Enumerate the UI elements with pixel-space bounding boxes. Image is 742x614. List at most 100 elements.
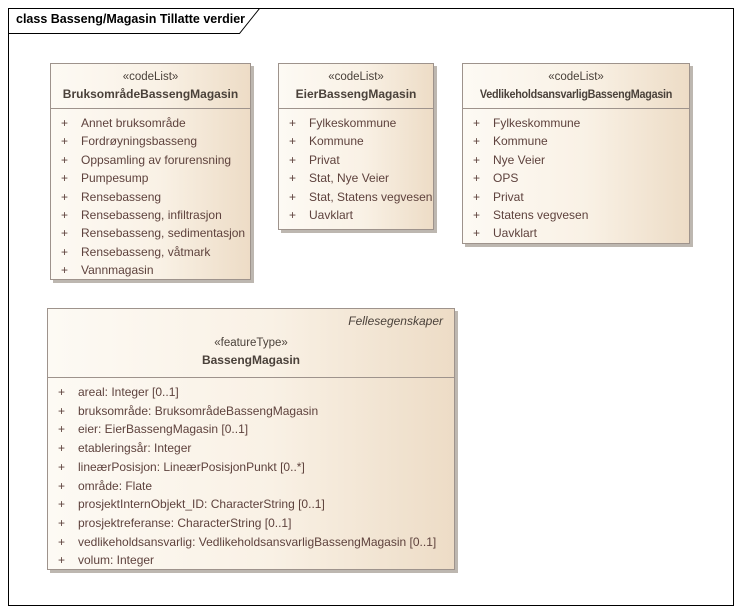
visibility-marker: + xyxy=(58,478,66,493)
attribute-list: + Annet bruksområde + Fordrøyningsbasseng +O… xyxy=(51,109,250,283)
visibility-marker: + xyxy=(61,244,69,259)
attribute-row: + Pumpesump xyxy=(59,169,246,187)
attribute-label: Statens vegvesen xyxy=(493,208,589,223)
attribute-label: areal: Integer [0..1] xyxy=(78,385,179,399)
attribute-row: + Stat, Nye Veier xyxy=(287,169,429,187)
attribute-row: + eier: EierBassengMagasin [0..1] xyxy=(56,420,450,439)
attribute-row: +område: Flate xyxy=(56,477,450,496)
visibility-marker: + xyxy=(473,189,481,204)
attribute-row: + lineærPosisjon: LineærPosisjonPunkt [0.… xyxy=(56,458,450,477)
attribute-row: +Uavklart xyxy=(287,206,429,224)
attribute-label: etableringsår: Integer xyxy=(78,441,192,456)
attribute-row: + Annet bruksområde xyxy=(59,114,246,132)
attribute-row: +Vannmagasin xyxy=(59,261,246,279)
attribute-row: + Kommune xyxy=(471,132,685,150)
attribute-label: Fordrøyningsbasseng xyxy=(81,134,198,149)
attribute-label: Privat xyxy=(493,189,524,204)
attribute-row: + Fylkeskommune xyxy=(471,114,685,132)
attribute-row: +Privat xyxy=(287,151,429,169)
class-header: «codeList» VedlikeholdsansvarligBassengM… xyxy=(463,64,689,109)
visibility-marker: + xyxy=(61,152,69,167)
attribute-row: + prosjektInternObjekt_ID: CharacterStrin… xyxy=(56,495,450,514)
attribute-list: + Fylkeskommune + Kommune + Nye Veier + OPS + Pri… xyxy=(463,109,689,246)
visibility-marker: + xyxy=(58,497,66,512)
codelist-bruksomrade-basseng-magasin[interactable]: «codeList» BruksområdeBassengMagasin +An… xyxy=(50,63,251,280)
attribute-label: Kommune xyxy=(309,134,364,149)
attribute-row: +Kommune xyxy=(287,132,429,150)
visibility-marker: + xyxy=(58,385,66,399)
attribute-label: Stat, Statens vegvesen xyxy=(309,189,433,204)
attribute-row: + Statens vegvesen xyxy=(471,206,685,224)
attribute-label: Privat xyxy=(309,152,340,167)
visibility-marker: + xyxy=(61,116,69,130)
visibility-marker: + xyxy=(61,171,69,186)
stereotype-label: «codeList» xyxy=(328,71,384,83)
visibility-marker: + xyxy=(289,189,297,204)
attribute-label: Rensebasseng, våtmark xyxy=(81,244,211,259)
attribute-row: + OPS xyxy=(471,169,685,187)
attribute-label: prosjektInternObjekt_ID: CharacterString… xyxy=(78,497,325,512)
attribute-row: + etableringsår: Integer xyxy=(56,439,450,458)
class-name: VedlikeholdsansvarligBassengMagasin xyxy=(479,87,673,101)
attribute-row: +Rensebasseng, infiltrasjon xyxy=(59,206,246,224)
attribute-label: Uavklart xyxy=(493,226,538,241)
visibility-marker: + xyxy=(473,226,481,241)
visibility-marker: + xyxy=(58,515,66,530)
visibility-marker: + xyxy=(58,403,66,418)
class-header: «codeList» EierBassengMagasin xyxy=(279,64,433,109)
attribute-label: prosjektreferanse: CharacterString [0..1… xyxy=(78,515,292,530)
attribute-label: Nye Veier xyxy=(493,152,546,167)
attribute-label: lineærPosisjon: LineærPosisjonPunkt [0..… xyxy=(78,459,305,474)
attribute-list: +Fylkeskommune+Kommune+Privat+Stat, Nye … xyxy=(279,109,433,227)
attribute-label: Stat, Nye Veier xyxy=(309,171,390,186)
attribute-label: Annet bruksområde xyxy=(81,116,186,130)
attribute-label: volum: Integer xyxy=(78,553,155,568)
attribute-row: +vedlikeholdsansvarlig: Vedlikeholdsansv… xyxy=(56,533,450,552)
attribute-label: Rensebasseng xyxy=(81,189,162,204)
frame-tab-shape xyxy=(8,8,261,34)
attribute-row: + Stat, Statens vegvesen xyxy=(287,188,433,206)
attribute-label: OPS xyxy=(493,171,519,186)
attribute-row: + Privat xyxy=(471,188,685,206)
attribute-row: + bruksområde: BruksområdeBassengMagasin xyxy=(56,402,450,421)
visibility-marker: + xyxy=(473,134,481,149)
attribute-label: Vannmagasin xyxy=(81,263,154,278)
attribute-label: eier: EierBassengMagasin [0..1] xyxy=(78,422,249,437)
attribute-row: + Rensebasseng, våtmark xyxy=(59,243,246,261)
attribute-label: bruksområde: BruksområdeBassengMagasin xyxy=(78,403,319,418)
stereotype-label: «codeList» xyxy=(548,71,604,83)
attribute-label: Fylkeskommune xyxy=(493,116,581,130)
attribute-list: + areal: Integer [0..1] + bruksområde: Bruk… xyxy=(48,378,454,573)
visibility-marker: + xyxy=(473,152,481,167)
class-name: BassengMagasin xyxy=(201,353,301,367)
attribute-row: + Fordrøyningsbasseng xyxy=(59,132,246,150)
visibility-marker: + xyxy=(473,171,481,186)
visibility-marker: + xyxy=(473,116,481,130)
visibility-marker: + xyxy=(58,441,66,456)
attribute-row: + areal: Integer [0..1] xyxy=(56,383,450,402)
visibility-marker: + xyxy=(289,116,297,130)
attribute-row: + Fylkeskommune xyxy=(287,114,429,132)
package-tag-label: Fellesegenskaper xyxy=(348,314,443,328)
featuretype-basseng-magasin[interactable]: Fellesegenskaper «featureType» BassengMa… xyxy=(47,308,455,570)
attribute-row: +Rensebasseng, sedimentasjon xyxy=(59,224,246,242)
attribute-row: +Oppsamling av forurensning xyxy=(59,151,246,169)
attribute-label: Kommune xyxy=(493,134,548,149)
visibility-marker: + xyxy=(61,134,69,149)
codelist-vedlikeholdsansvarlig-basseng-magasin[interactable]: «codeList» VedlikeholdsansvarligBassengM… xyxy=(462,63,690,244)
class-name: BruksområdeBassengMagasin xyxy=(62,87,239,101)
visibility-marker: + xyxy=(58,459,66,474)
visibility-marker: + xyxy=(61,189,69,204)
attribute-row: + Uavklart xyxy=(471,224,685,242)
codelist-eier-basseng-magasin[interactable]: «codeList» EierBassengMagasin + Fylkeskom… xyxy=(278,63,434,230)
attribute-row: + Nye Veier xyxy=(471,151,685,169)
attribute-label: Fylkeskommune xyxy=(309,116,397,130)
visibility-marker: + xyxy=(58,534,66,549)
visibility-marker: + xyxy=(58,422,66,437)
attribute-label: Pumpesump xyxy=(81,171,149,186)
visibility-marker: + xyxy=(289,171,297,186)
attribute-row: + Rensebasseng xyxy=(59,188,246,206)
visibility-marker: + xyxy=(473,208,481,223)
attribute-row: +volum: Integer xyxy=(56,551,450,570)
visibility-marker: + xyxy=(289,208,297,223)
